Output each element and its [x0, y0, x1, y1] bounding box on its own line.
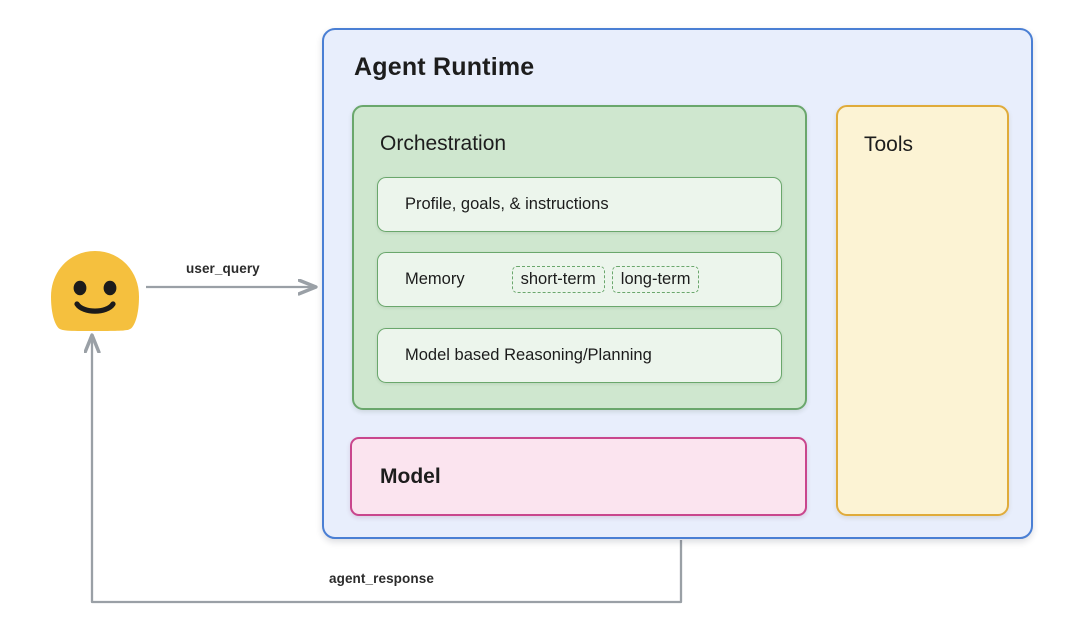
agent-runtime-title: Agent Runtime [354, 53, 535, 81]
memory-tag-short-term[interactable]: short-term [511, 265, 605, 294]
memory-tag-long-term[interactable]: long-term [611, 265, 700, 294]
orchestration-item-profile[interactable]: Profile, goals, & instructions [377, 177, 782, 232]
orchestration-title: Orchestration [380, 132, 507, 155]
orchestration-item-profile-label: Profile, goals, & instructions [405, 195, 609, 213]
edge-label-agent-response: agent_response [329, 571, 434, 586]
model-container[interactable]: Model [350, 437, 807, 516]
orchestration-item-reasoning-label: Model based Reasoning/Planning [405, 346, 652, 364]
tools-title: Tools [864, 133, 914, 156]
orchestration-item-reasoning[interactable]: Model based Reasoning/Planning [377, 328, 782, 383]
memory-tag-group: short-term long-term [511, 265, 700, 294]
smiley-blob-face-icon [51, 251, 139, 331]
orchestration-item-memory[interactable]: Memory short-term long-term [377, 252, 782, 307]
model-title: Model [380, 464, 441, 488]
edge-label-user-query: user_query [186, 261, 260, 276]
orchestration-item-memory-label: Memory [405, 270, 465, 288]
user-avatar[interactable] [48, 250, 142, 332]
tools-container[interactable]: Tools [836, 105, 1009, 516]
